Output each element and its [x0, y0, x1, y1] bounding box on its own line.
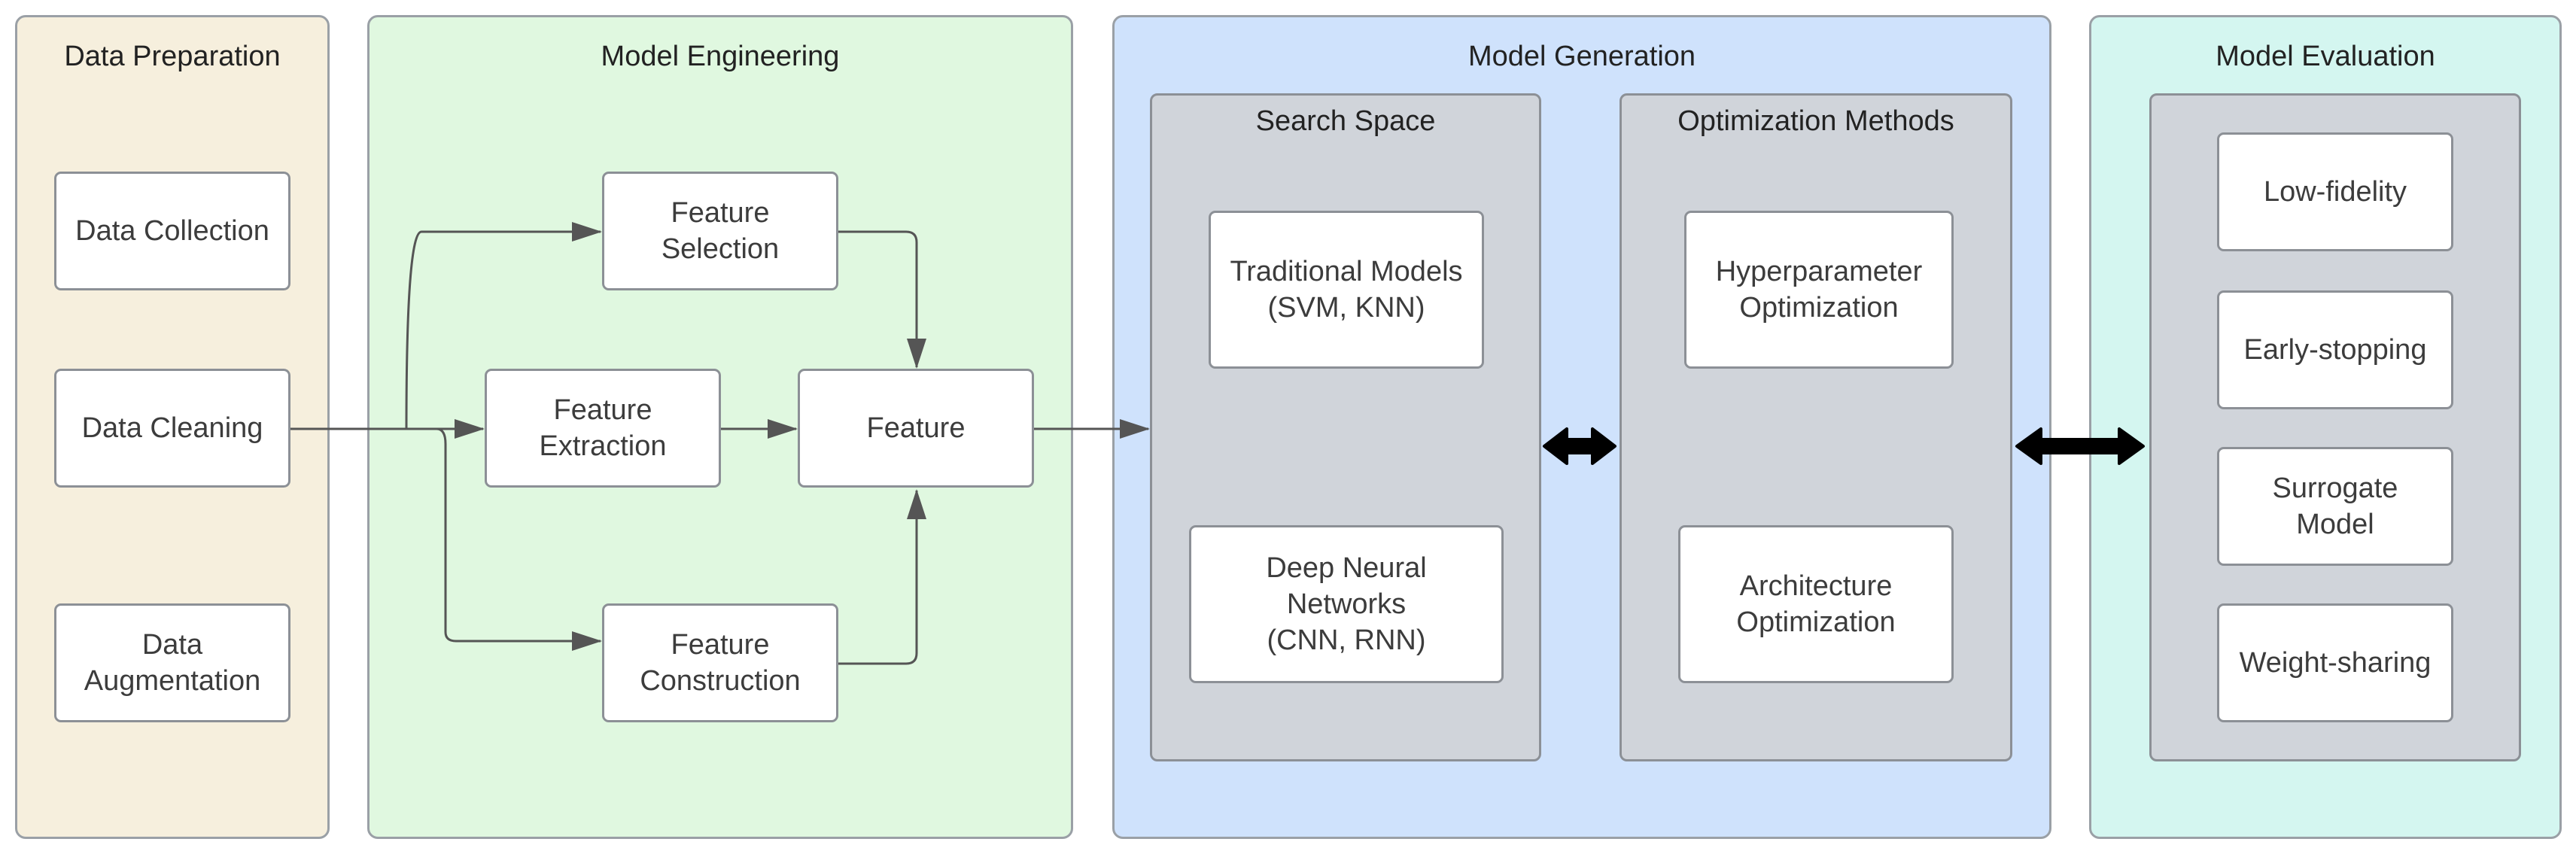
hyperparameter-optimization-box: Hyperparameter Optimization	[1684, 211, 1954, 369]
model-evaluation-title: Model Evaluation	[2216, 41, 2435, 72]
feature-box: Feature	[798, 369, 1034, 488]
data-cleaning-box: Data Cleaning	[54, 369, 290, 488]
feature-extraction-box: Feature Extraction	[485, 369, 721, 488]
connector-to-feature-selection	[391, 222, 602, 430]
model-generation-title: Model Generation	[1467, 41, 1696, 72]
data-collection-box: Data Collection	[54, 172, 290, 290]
double-arrow-generation-evaluation	[2015, 427, 2145, 465]
deep-neural-networks-box: Deep Neural Networks (CNN, RNN)	[1189, 525, 1504, 683]
optimization-methods-title: Optimization Methods	[1677, 105, 1954, 137]
connector-to-feature-construction	[436, 427, 602, 651]
double-arrow-search-optimization	[1543, 427, 1616, 465]
model-engineering-title: Model Engineering	[601, 41, 840, 72]
early-stopping-box: Early-stopping	[2217, 290, 2453, 409]
search-space-title: Search Space	[1255, 105, 1436, 137]
architecture-optimization-box: Architecture Optimization	[1678, 525, 1954, 683]
weight-sharing-box: Weight-sharing	[2217, 603, 2453, 722]
feature-construction-box: Feature Construction	[602, 603, 838, 722]
low-fidelity-box: Low-fidelity	[2217, 132, 2453, 251]
surrogate-model-box: Surrogate Model	[2217, 447, 2453, 566]
traditional-models-box: Traditional Models (SVM, KNN)	[1209, 211, 1484, 369]
data-augmentation-box: Data Augmentation	[54, 603, 290, 722]
data-preparation-title: Data Preparation	[64, 41, 281, 72]
connector-construction-to-feature	[838, 489, 926, 665]
connector-selection-to-feature	[838, 230, 926, 369]
feature-selection-box: Feature Selection	[602, 172, 838, 290]
